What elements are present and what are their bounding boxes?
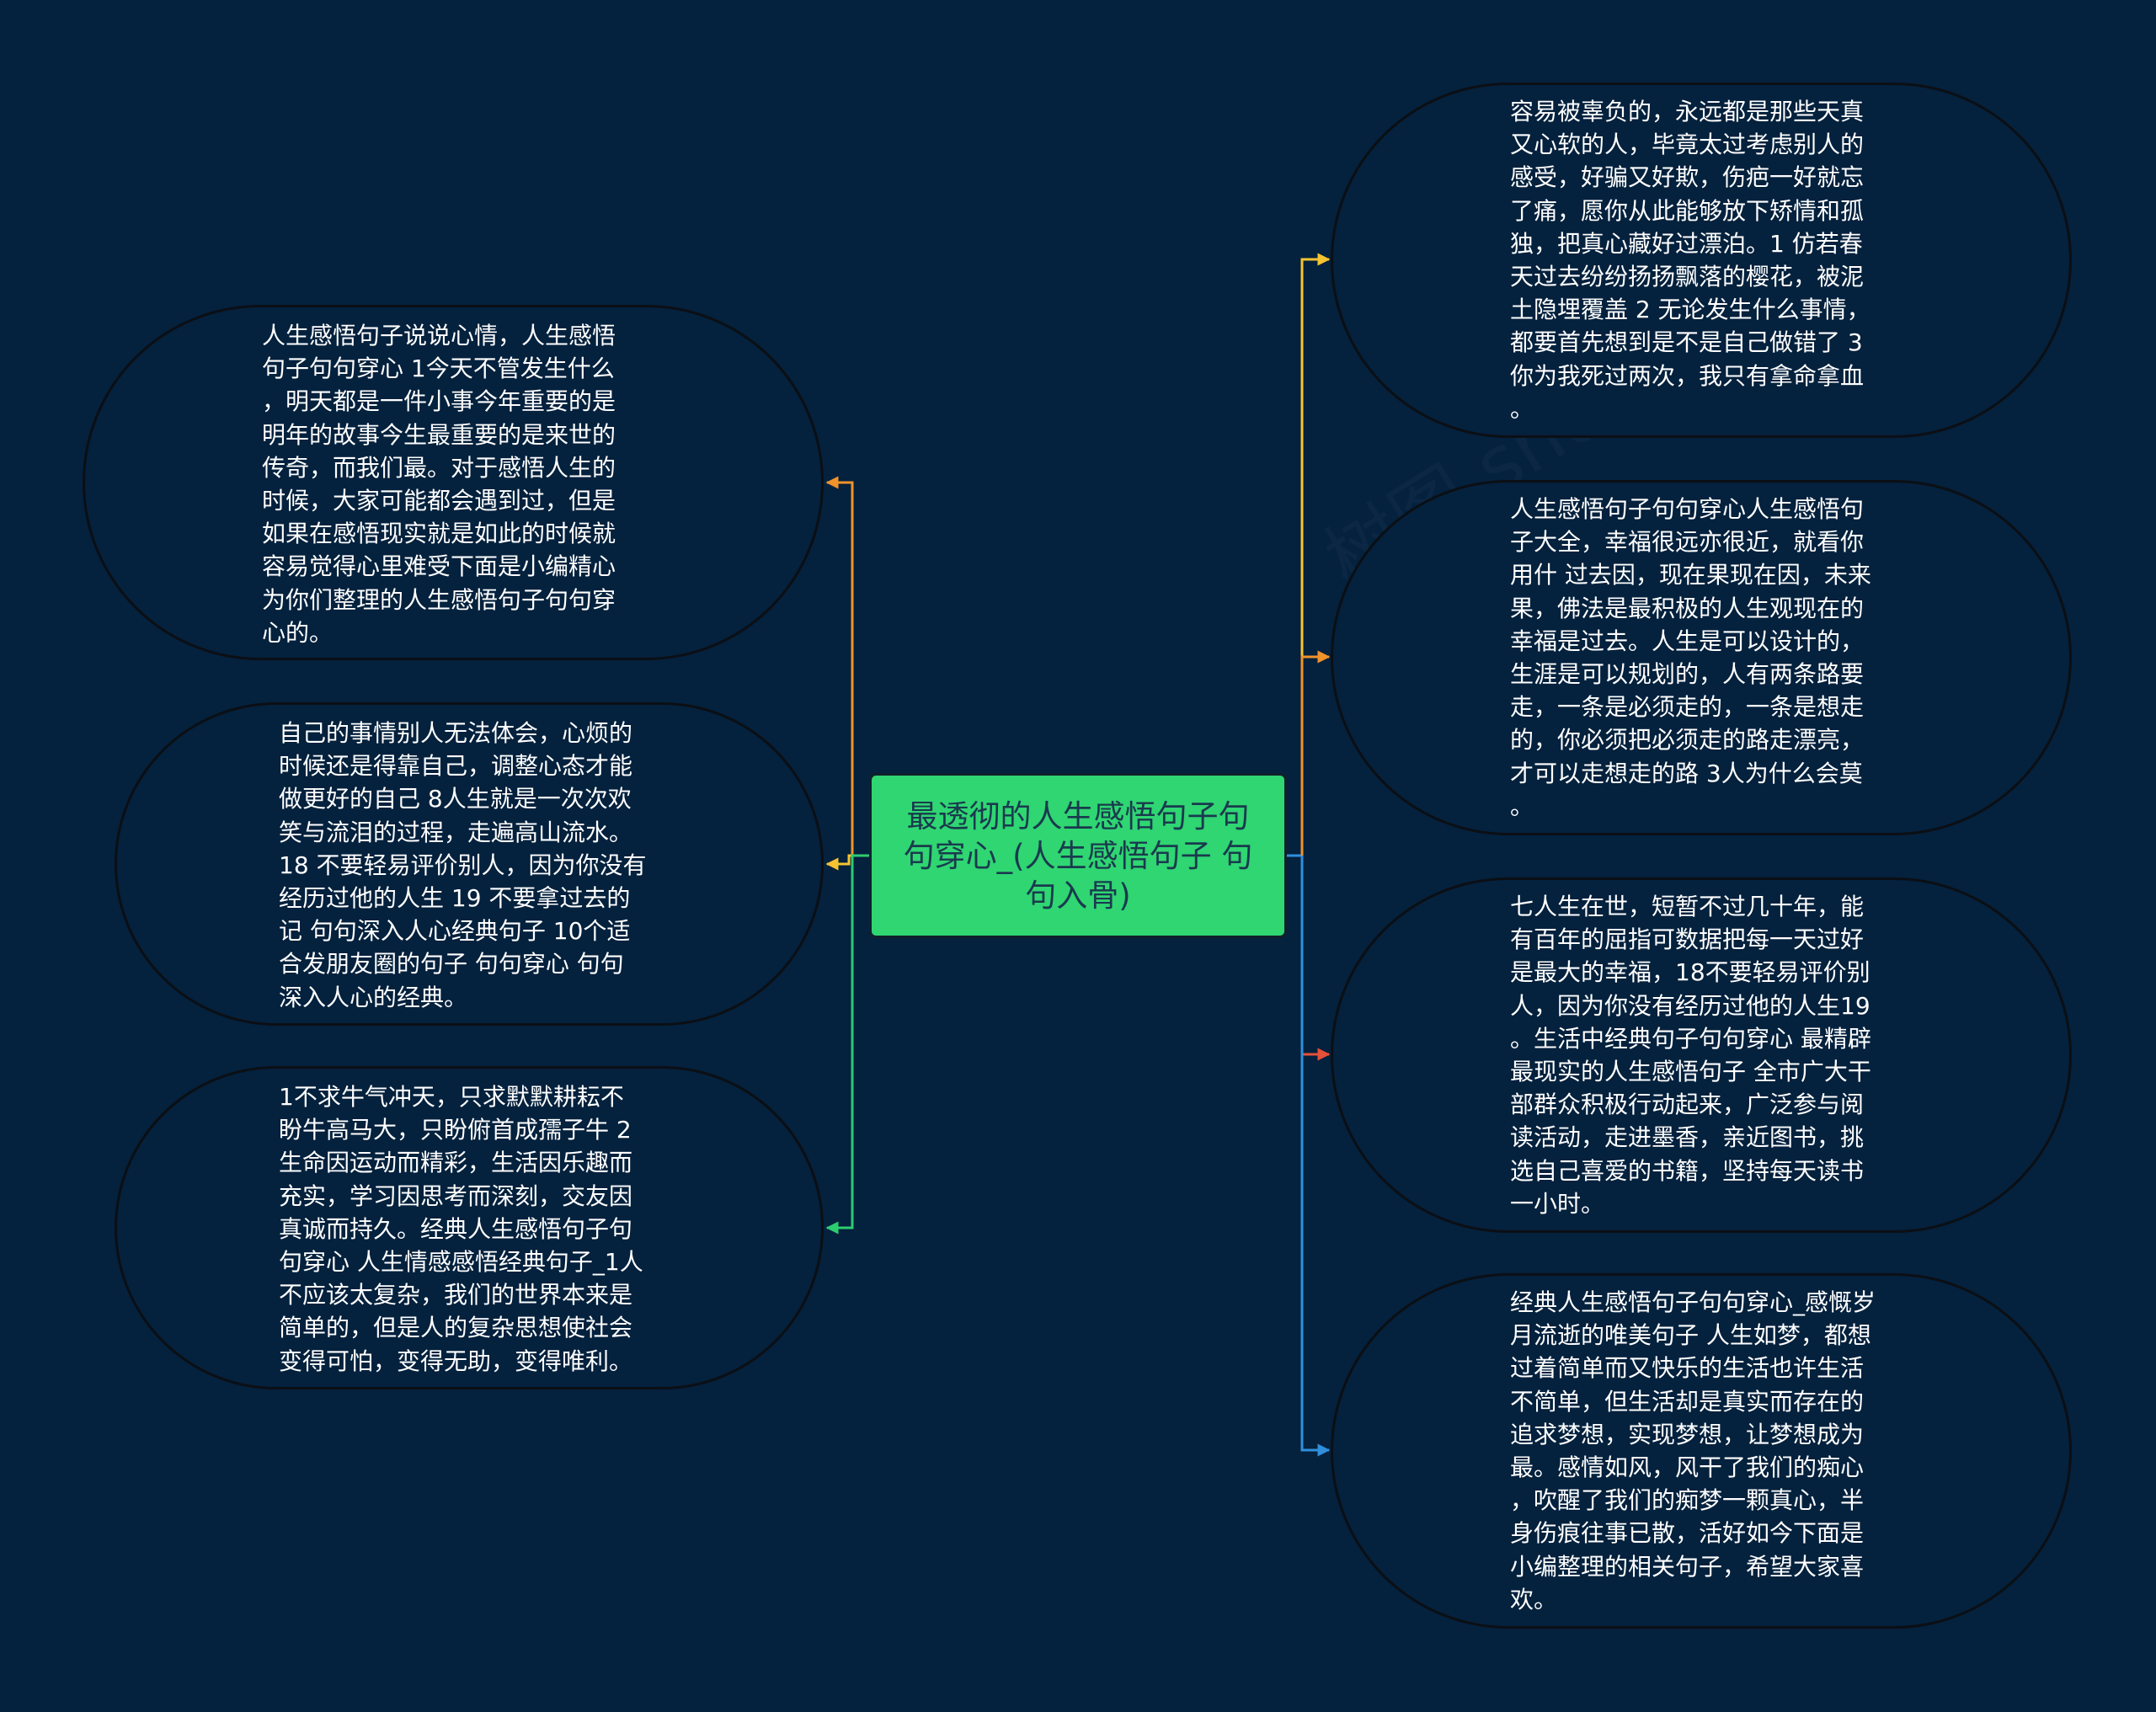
right-node-2-text: 人生感悟句子句句穿心人生感悟句 子大全，幸福很远亦很近，就看你 用什 过去因，现… — [1510, 495, 1871, 820]
left-node-3[interactable]: 1不求牛气冲天，只求默默耕耘不 盼牛高马大，只盼俯首成孺子牛 2 生命因运动而精… — [115, 1066, 824, 1389]
right-node-1[interactable]: 容易被辜负的，永远都是那些天真 又心软的人，毕竟太过考虑别人的 感受，好骗又好欺… — [1331, 83, 2072, 438]
connector-right-1 — [1300, 253, 1331, 856]
right-node-2[interactable]: 人生感悟句子句句穿心人生感悟句 子大全，幸福很远亦很近，就看你 用什 过去因，现… — [1331, 480, 2072, 835]
central-topic[interactable]: 最透彻的人生感悟句子句 句穿心_(人生感悟句子 句 句入骨) — [869, 773, 1287, 938]
connector-right-3 — [1300, 856, 1331, 1061]
connector-left-3 — [825, 854, 869, 1235]
left-node-3-text: 1不求牛气冲天，只求默默耕耘不 盼牛高马大，只盼俯首成孺子牛 2 生命因运动而精… — [279, 1083, 643, 1375]
connector-right-2 — [1300, 650, 1331, 856]
right-node-4[interactable]: 经典人生感悟句子句句穿心_感慨岁 月流逝的唯美句子 人生如梦，都想 过着简单而又… — [1331, 1273, 2072, 1629]
connector-left-1 — [825, 476, 869, 857]
central-topic-label: 最透彻的人生感悟句子句 句穿心_(人生感悟句子 句 句入骨) — [903, 797, 1253, 914]
left-node-1-text: 人生感悟句子说说心情，人生感悟 句子句句穿心 1今天不管发生什么 ，明天都是一件… — [262, 322, 616, 647]
connector-right-4 — [1300, 856, 1331, 1457]
right-node-3-text: 七人生在世，短暂不过几十年，能 有百年的屈指可数据把每一天过好 是最大的幸福，1… — [1510, 893, 1871, 1218]
left-node-2[interactable]: 自己的事情别人无法体会，心烦的 时候还是得靠自己，调整心态才能 做更好的自己 8… — [115, 702, 824, 1026]
right-node-1-text: 容易被辜负的，永远都是那些天真 又心软的人，毕竟太过考虑别人的 感受，好骗又好欺… — [1510, 98, 1870, 423]
right-node-4-text: 经典人生感悟句子句句穿心_感慨岁 月流逝的唯美句子 人生如梦，都想 过着简单而又… — [1510, 1288, 1876, 1613]
left-node-1[interactable]: 人生感悟句子说说心情，人生感悟 句子句句穿心 1今天不管发生什么 ，明天都是一件… — [83, 305, 824, 660]
right-node-3[interactable]: 七人生在世，短暂不过几十年，能 有百年的屈指可数据把每一天过好 是最大的幸福，1… — [1331, 877, 2072, 1233]
left-node-2-text: 自己的事情别人无法体会，心烦的 时候还是得靠自己，调整心态才能 做更好的自己 8… — [279, 719, 647, 1011]
